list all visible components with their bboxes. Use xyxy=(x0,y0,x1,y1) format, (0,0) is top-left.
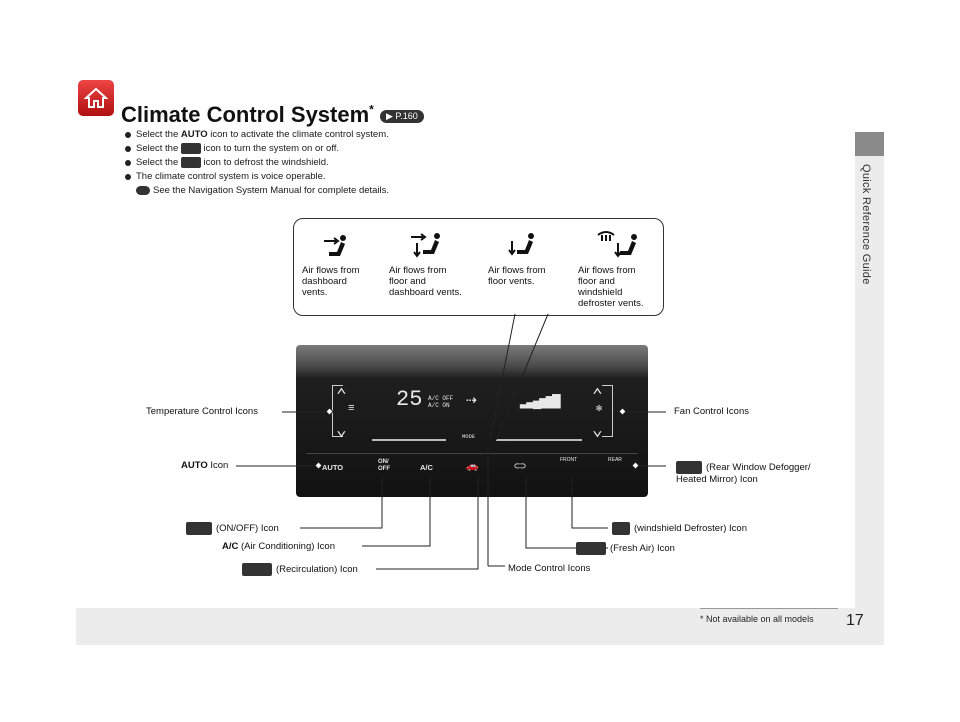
ac-on-text: A/C ON xyxy=(428,402,450,409)
windshield-defroster-label: (windshield Defroster) Icon xyxy=(612,522,747,535)
mode-description: Air flows from floor vents. xyxy=(488,265,546,287)
title-text: Climate Control System xyxy=(121,102,370,127)
ac-label-bold: A/C xyxy=(222,541,239,552)
fresh-air-label: (Fresh Air) Icon xyxy=(576,542,675,555)
bullet-list: Select the AUTO icon to activate the cli… xyxy=(123,128,389,198)
auto-icon-label: AUTO Icon xyxy=(181,460,228,471)
on-off-label: (ON/OFF) Icon xyxy=(186,522,279,535)
recirculation-text: (Recirculation) Icon xyxy=(276,564,358,576)
on-off-text: (ON/OFF) Icon xyxy=(216,523,279,535)
dashboard-vent-icon xyxy=(324,235,346,256)
fan-bracket xyxy=(602,385,613,437)
rear-defogger-icon xyxy=(676,461,702,474)
bullet-text: Select the xyxy=(136,129,181,140)
bullet-text: Select the xyxy=(136,143,181,154)
bullet-text: icon to defrost the windshield. xyxy=(200,157,329,168)
bullet-item: Select the AUTO icon to activate the cli… xyxy=(123,128,389,142)
bullet-item: The climate control system is voice oper… xyxy=(123,170,389,184)
front-defrost-icon xyxy=(180,156,201,168)
footnote: * Not available on all models xyxy=(700,614,814,624)
fan-icon: ✻ xyxy=(596,404,603,415)
reference-arrow-icon xyxy=(136,185,150,195)
mode-button[interactable]: MODE xyxy=(462,433,476,440)
rear-defogger-label: (Rear Window Defogger/ Heated Mirror) Ic… xyxy=(676,461,811,486)
fresh-air-text: (Fresh Air) Icon xyxy=(610,543,675,555)
on-off-icon xyxy=(180,142,201,154)
page-ref-link[interactable]: ▶ P.160 xyxy=(379,109,424,123)
ac-label: A/C (Air Conditioning) Icon xyxy=(222,541,335,552)
ac-off-text: A/C OFF xyxy=(428,395,454,402)
title-asterisk: * xyxy=(369,102,374,117)
bullet-text: The climate control system is voice oper… xyxy=(136,171,326,182)
side-tab-marker xyxy=(855,132,884,156)
auto-label-bold: AUTO xyxy=(181,460,208,471)
front-defrost-icon xyxy=(612,522,630,535)
mode-description: Air flows from floor and windshield defr… xyxy=(578,265,644,309)
home-icon xyxy=(84,87,108,108)
fan-control-label: Fan Control Icons xyxy=(674,406,749,417)
rear-defogger-text: (Rear Window Defogger/ Heated Mirror) Ic… xyxy=(676,462,811,486)
fan-down-icon[interactable]: ⌄ xyxy=(592,421,603,441)
bullet-bold: AUTO xyxy=(180,129,208,140)
fan-level-bars: ▂▃▄▅▆▇ xyxy=(520,394,561,410)
bullet-subnote: See the Navigation System Manual for com… xyxy=(123,184,389,198)
recirculation-icon xyxy=(242,563,272,576)
footer-bar xyxy=(76,608,855,645)
temperature-display: 25 xyxy=(396,387,423,412)
floor-dashboard-vent-icon xyxy=(411,233,440,258)
mode-indicator-icon: ⇢ xyxy=(466,391,477,411)
mode-callout: Air flows from dashboard vents. Air flow… xyxy=(293,218,664,316)
side-tab-bar xyxy=(855,132,884,645)
bullet-text: icon to activate the climate control sys… xyxy=(207,129,389,140)
fresh-air-icon xyxy=(576,542,606,555)
page-title: Climate Control System* ▶ P.160 xyxy=(121,102,424,128)
mode-description: Air flows from dashboard vents. xyxy=(302,265,360,298)
floor-defrost-vent-icon xyxy=(597,231,637,258)
auto-button[interactable]: AUTO xyxy=(322,463,344,472)
temperature-control-label: Temperature Control Icons xyxy=(146,406,258,417)
side-title: Quick Reference Guide xyxy=(860,164,872,285)
mode-control-label: Mode Control Icons xyxy=(508,563,591,574)
recirculation-button[interactable]: 🚗 xyxy=(466,462,479,473)
recirculation-label: (Recirculation) Icon xyxy=(242,563,358,576)
ac-button[interactable]: A/C xyxy=(420,463,433,472)
temp-slider-line xyxy=(372,439,446,441)
on-off-icon xyxy=(186,522,212,535)
bullet-item: Select the icon to defrost the windshiel… xyxy=(123,156,389,170)
subnote-text: See the Navigation System Manual for com… xyxy=(153,185,390,196)
fan-slider-line xyxy=(496,439,582,441)
bullet-text: Select the xyxy=(136,157,181,168)
ac-label-text: (Air Conditioning) Icon xyxy=(238,541,336,552)
on-off-button[interactable]: ON/ OFF xyxy=(378,459,390,472)
auto-label-text: Icon xyxy=(207,460,229,471)
page-ref-text: P.160 xyxy=(395,110,418,121)
temp-up-icon[interactable]: ⌃ xyxy=(336,387,347,407)
mode-description: Air flows from floor and dashboard vents… xyxy=(389,265,462,298)
home-button[interactable] xyxy=(78,80,114,116)
footer-corner xyxy=(855,608,884,645)
rear-defrost-button[interactable]: REAR xyxy=(608,457,622,463)
fresh-air-button[interactable]: ⊂⊃ xyxy=(514,462,527,473)
fan-up-icon[interactable]: ⌃ xyxy=(592,387,603,407)
windshield-defroster-text: (windshield Defroster) Icon xyxy=(634,523,747,535)
footnote-divider xyxy=(700,608,838,609)
temp-level-icon: ≡ xyxy=(348,403,355,415)
bullet-text: icon to turn the system on or off. xyxy=(200,143,340,154)
bullet-item: Select the icon to turn the system on or… xyxy=(123,142,389,156)
page-number: 17 xyxy=(846,612,864,629)
front-defrost-button[interactable]: FRONT xyxy=(560,457,578,463)
floor-vent-icon xyxy=(508,233,534,256)
temp-down-icon[interactable]: ⌄ xyxy=(336,421,347,441)
panel-divider xyxy=(306,453,638,454)
